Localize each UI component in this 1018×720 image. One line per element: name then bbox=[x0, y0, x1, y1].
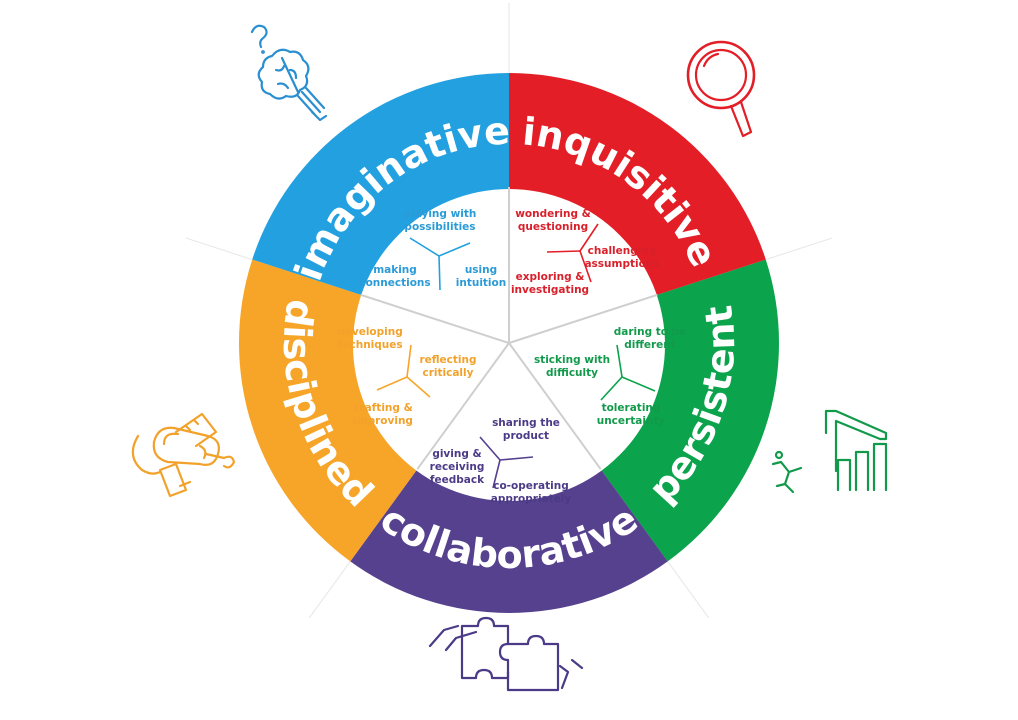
prong-mark bbox=[409, 237, 471, 291]
sub-item: feedback bbox=[430, 474, 485, 486]
sub-item: tolerating bbox=[602, 402, 661, 414]
sub-item: possibilities bbox=[404, 221, 475, 233]
sub-item: using bbox=[465, 264, 497, 276]
sub-item: wondering & bbox=[515, 208, 591, 220]
prong-mark bbox=[479, 436, 534, 489]
inner-divider-line bbox=[508, 293, 658, 344]
sub-item: reflecting bbox=[419, 354, 476, 366]
sub-item: improving bbox=[353, 415, 413, 427]
inquisitive-habits: wondering & questioning challenging assu… bbox=[511, 208, 660, 296]
sub-item: sharing the bbox=[492, 417, 560, 429]
sub-item: sticking with bbox=[534, 354, 610, 366]
sub-item: assumptions bbox=[584, 258, 659, 270]
sub-item: co-operating bbox=[493, 480, 569, 492]
puzzle-hands-icon bbox=[428, 616, 584, 692]
sub-item: giving & bbox=[432, 448, 481, 460]
sub-item: questioning bbox=[518, 221, 588, 233]
sub-item: exploring & bbox=[516, 271, 585, 283]
prong-mark bbox=[600, 344, 656, 401]
sub-item: investigating bbox=[511, 284, 589, 296]
collaborative-habits: sharing the product giving & receiving f… bbox=[430, 417, 572, 505]
sub-item: product bbox=[503, 430, 549, 442]
imaginative-habits: playing with possibilities making connec… bbox=[359, 208, 506, 289]
sub-item: techniques bbox=[337, 339, 402, 351]
sub-item: critically bbox=[423, 367, 474, 379]
prong-mark bbox=[376, 344, 431, 398]
sub-item: difficulty bbox=[546, 367, 598, 379]
tools-icon bbox=[131, 412, 236, 498]
sub-item: connections bbox=[359, 277, 430, 289]
inner-divider-line bbox=[360, 293, 510, 344]
sub-item: intuition bbox=[456, 277, 506, 289]
sub-item: challenging bbox=[588, 245, 657, 257]
sub-item: uncertainty bbox=[597, 415, 666, 427]
brain-lightbulb-icon bbox=[250, 24, 328, 122]
sub-item: playing with bbox=[404, 208, 477, 220]
sub-item: crafting & bbox=[353, 402, 412, 414]
inner-divider-line bbox=[508, 342, 602, 470]
prong-mark bbox=[546, 223, 599, 283]
inner-divider-line bbox=[416, 342, 510, 470]
sub-item: developing bbox=[337, 326, 403, 338]
sub-item: daring to be bbox=[614, 326, 687, 338]
climbing-steps-icon bbox=[771, 409, 888, 494]
inner-circle bbox=[353, 189, 665, 501]
magnifying-glass-icon bbox=[686, 40, 756, 138]
persistent-habits: daring to be different sticking with dif… bbox=[534, 326, 686, 427]
sub-item: appropriately bbox=[491, 493, 572, 505]
sub-item: receiving bbox=[430, 461, 485, 473]
sub-item: different bbox=[624, 339, 676, 351]
sub-item: making bbox=[373, 264, 417, 276]
disciplined-habits: developing techniques reflecting critica… bbox=[337, 326, 476, 427]
